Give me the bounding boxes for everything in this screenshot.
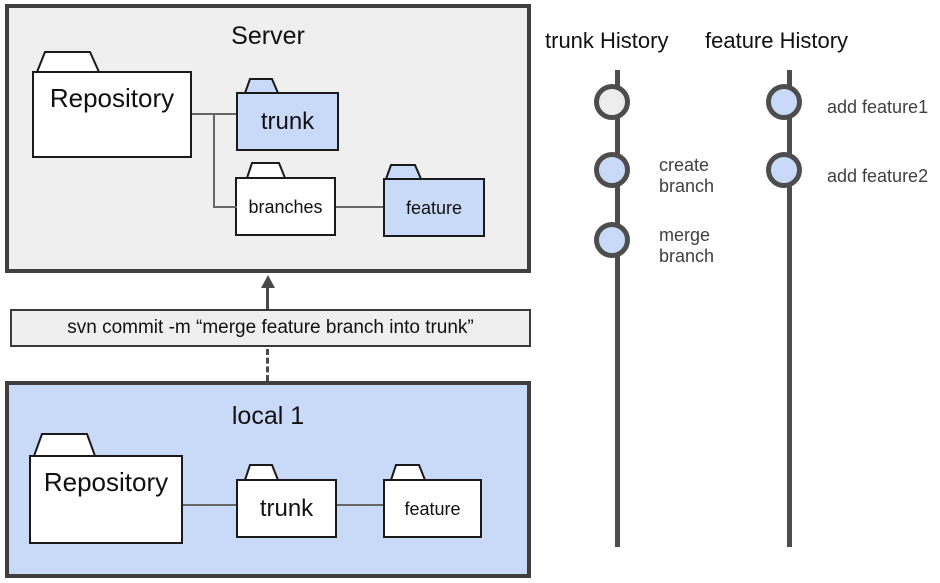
local-box: local 1 Repository trunk feature	[5, 381, 531, 578]
folder-branches-server: branches	[235, 161, 336, 236]
server-box: Server Repository trunk branches	[5, 4, 531, 273]
commit-node-feature-2	[766, 152, 802, 188]
commit-label-merge-branch: merge branch	[659, 225, 715, 266]
connector-to-branches	[213, 206, 237, 208]
folder-feature-local: feature	[383, 463, 482, 538]
folder-icon	[383, 464, 482, 538]
folder-label-trunk: trunk	[259, 495, 314, 522]
folder-label-feature: feature	[405, 197, 463, 218]
feature-history-title: feature History	[705, 28, 849, 53]
folder-icon	[29, 433, 183, 544]
folder-trunk-server: trunk	[236, 77, 339, 151]
folder-label-trunk: trunk	[260, 108, 315, 135]
folder-icon	[32, 51, 192, 158]
folder-label-feature: feature	[404, 498, 461, 519]
folder-repository-local: Repository	[29, 432, 183, 544]
commit-node-trunk-3	[594, 222, 630, 258]
folder-icon	[236, 78, 339, 151]
commit-arrow-head	[261, 275, 275, 288]
server-title: Server	[231, 22, 305, 50]
trunk-history-line	[615, 70, 620, 547]
commit-node-trunk-2	[594, 152, 630, 188]
connector-branches-feature	[336, 206, 383, 208]
connector-trunk-feature	[337, 504, 383, 506]
commit-node-trunk-1	[594, 84, 630, 120]
commit-label-create-branch: create branch	[659, 155, 715, 196]
dashed-connector	[266, 349, 269, 381]
local-title: local 1	[231, 402, 305, 430]
folder-trunk-local: trunk	[236, 463, 337, 538]
trunk-history-title: trunk History	[545, 28, 669, 53]
svn-command-text: svn commit -m “merge feature branch into…	[67, 317, 474, 338]
folder-label-branches: branches	[248, 196, 323, 217]
commit-node-feature-1	[766, 84, 802, 120]
folder-icon	[236, 464, 337, 538]
commit-label-add-feature1: add feature1	[827, 97, 929, 117]
svn-command-box: svn commit -m “merge feature branch into…	[10, 309, 531, 347]
folder-label-repository: Repository	[49, 83, 175, 113]
folder-feature-server: feature	[383, 163, 485, 237]
connector-vertical	[213, 113, 215, 208]
commit-arrow-shaft	[266, 287, 269, 309]
folder-label-repository: Repository	[43, 467, 169, 497]
folder-icon	[383, 164, 485, 237]
feature-history-line	[787, 70, 792, 547]
folder-repository-server: Repository	[32, 50, 192, 158]
connector-repo-trunk	[183, 504, 236, 506]
commit-label-add-feature2: add feature2	[827, 166, 929, 186]
folder-icon	[235, 162, 336, 236]
